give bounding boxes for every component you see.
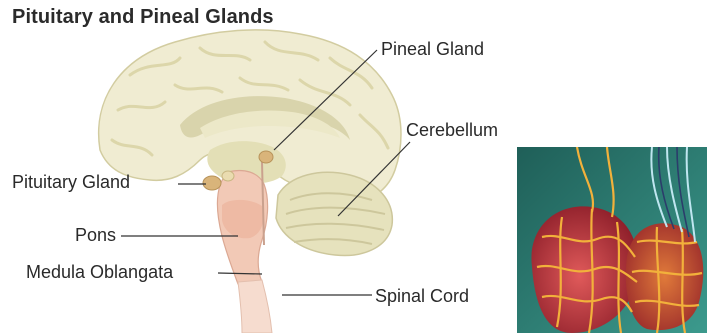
- spinal-cord: [238, 280, 272, 333]
- diagram-title: Pituitary and Pineal Glands: [12, 6, 274, 29]
- label-cerebellum: Cerebellum: [406, 120, 498, 140]
- pineal-gland: [259, 151, 273, 163]
- label-pituitary-gland: Pituitary Gland: [12, 172, 130, 192]
- label-spinal-cord: Spinal Cord: [375, 286, 469, 306]
- label-pons: Pons: [75, 225, 116, 245]
- tissue-lobe-right: [626, 223, 703, 330]
- gland-tissue-inset: [517, 147, 707, 333]
- hypothalamus: [222, 171, 234, 181]
- pituitary-gland: [203, 176, 221, 190]
- label-pineal-gland: Pineal Gland: [381, 39, 484, 59]
- label-medula-oblangata: Medula Oblangata: [26, 262, 173, 282]
